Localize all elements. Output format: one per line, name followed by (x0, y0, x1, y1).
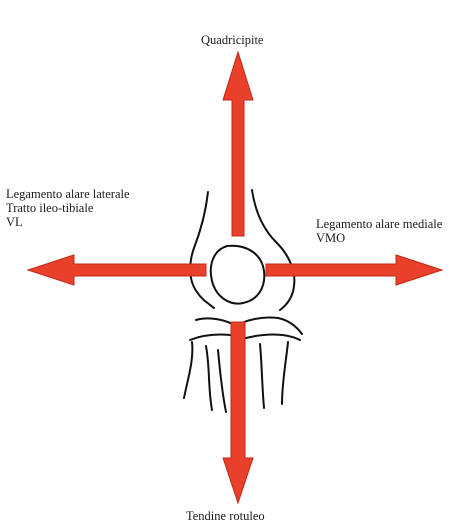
force-arrows (28, 52, 442, 503)
fibula-left-contour (206, 346, 212, 410)
tibia-left-contour (184, 342, 192, 398)
arrow-right-medial-retinaculum (266, 255, 442, 285)
fibula-right-contour (218, 350, 226, 412)
label-iliotibial-band: Tratto ileo-tibiale (6, 201, 130, 215)
patella (211, 246, 265, 304)
arrow-up-quadriceps (223, 52, 253, 236)
arrow-down-patellar-tendon (223, 322, 253, 503)
label-lateral-retinaculum: Legamento alare laterale (6, 187, 130, 201)
label-lateral-group: Legamento alare laterale Tratto ileo-tib… (6, 187, 130, 229)
label-quadriceps: Quadricipite (201, 33, 263, 47)
femur-right-contour (252, 190, 294, 310)
label-vmo: VMO (316, 231, 442, 245)
label-vl: VL (6, 215, 130, 229)
label-medial-group: Legamento alare mediale VMO (316, 217, 442, 245)
tibia-right-contour (282, 342, 288, 404)
joint-line (196, 317, 302, 334)
arrow-left-lateral-retinaculum (28, 255, 206, 285)
femur-left-contour (190, 192, 214, 308)
tibia-inner-contour (260, 344, 264, 408)
label-patellar-tendon: Tendine rotuleo (186, 509, 265, 522)
label-medial-retinaculum: Legamento alare mediale (316, 217, 442, 231)
